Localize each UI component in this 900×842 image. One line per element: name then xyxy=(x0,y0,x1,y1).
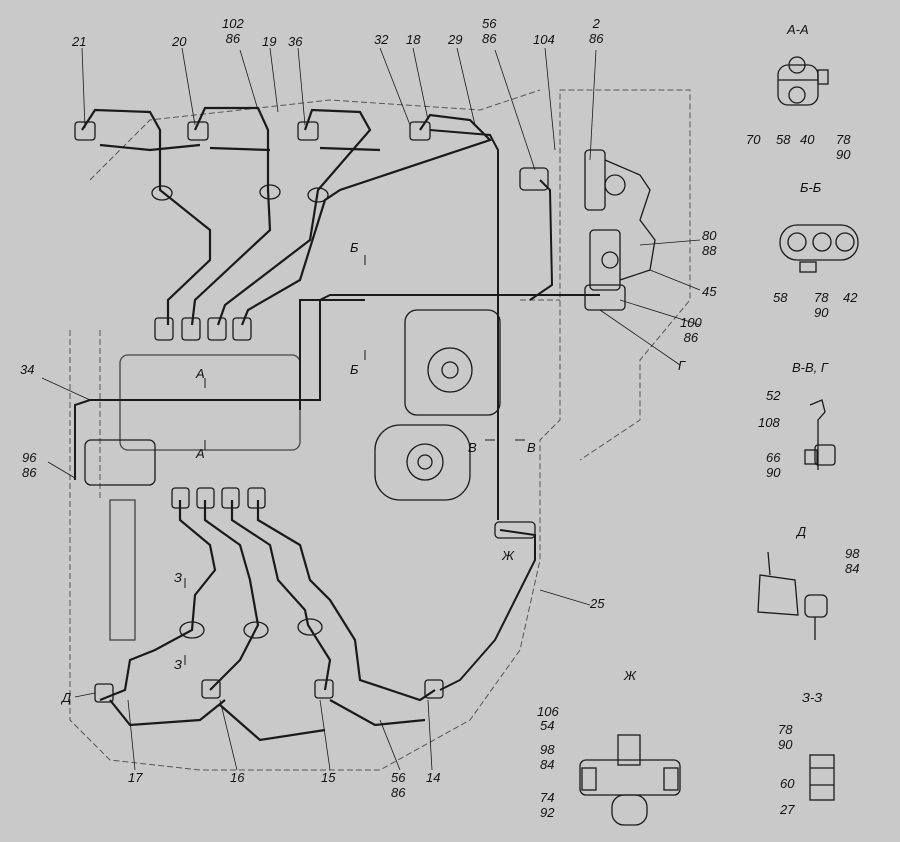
section-vv-num-52: 52 xyxy=(766,388,781,403)
return-fuel-line xyxy=(74,129,600,691)
section-zhe-drawing xyxy=(579,734,681,826)
lower-injector-pipes xyxy=(99,500,436,742)
section-zz-num-27: 27 xyxy=(780,802,795,817)
label-z-top: З xyxy=(174,570,182,585)
label-34: 34 xyxy=(20,362,35,377)
section-markers xyxy=(184,255,525,665)
leader-lines xyxy=(41,47,701,771)
section-vv-title: В-В, Г xyxy=(792,360,828,375)
upper-injector-pipes xyxy=(81,106,493,326)
label-15: 15 xyxy=(321,770,336,785)
label-56-86-top: 56 86 xyxy=(482,16,497,46)
label-d: Д xyxy=(62,690,72,705)
label-32: 32 xyxy=(374,32,389,47)
label-56-86-bottom: 56 86 xyxy=(391,770,406,800)
label-v-left: В xyxy=(468,440,477,455)
section-aa-drawing xyxy=(777,56,829,106)
lower-injector-nuts xyxy=(94,487,536,703)
label-g: Г xyxy=(678,358,686,373)
label-16: 16 xyxy=(230,770,245,785)
section-bb-num-78-90: 78 90 xyxy=(814,290,829,320)
label-a-bottom: А xyxy=(196,446,205,461)
label-100-86: 100 86 xyxy=(680,315,702,345)
section-zz-num-78-90: 78 90 xyxy=(778,722,793,752)
label-25: 25 xyxy=(590,596,605,611)
section-d-drawing xyxy=(757,551,828,640)
section-bb-title: Б-Б xyxy=(800,180,822,195)
label-b-bottom: Б xyxy=(350,362,359,377)
section-vv-num-66-90: 66 90 xyxy=(766,450,781,480)
label-z-bottom: З xyxy=(174,657,182,672)
section-zz-drawing xyxy=(809,754,835,801)
section-vv-drawing xyxy=(804,399,836,470)
section-aa-num-40: 40 xyxy=(800,132,815,147)
label-17: 17 xyxy=(128,770,143,785)
engine-block-outline xyxy=(69,89,691,771)
label-2-86: 2 86 xyxy=(589,16,604,46)
section-zhe-num-54: 54 xyxy=(540,718,555,733)
section-d-num-98-84: 98 84 xyxy=(845,546,860,576)
fuel-pump-body xyxy=(84,309,501,641)
section-aa-num-58: 58 xyxy=(776,132,791,147)
label-b-top: Б xyxy=(350,240,359,255)
section-zhe-num-98-84: 98 84 xyxy=(540,742,555,772)
label-29: 29 xyxy=(448,32,463,47)
section-zhe-num-106: 106 xyxy=(537,704,559,719)
label-19: 19 xyxy=(262,34,277,49)
section-aa-num-70: 70 xyxy=(746,132,761,147)
label-18: 18 xyxy=(406,32,421,47)
section-aa-title: А-А xyxy=(787,22,809,37)
label-14: 14 xyxy=(426,770,441,785)
section-bb-drawing xyxy=(779,224,859,273)
label-21: 21 xyxy=(72,34,87,49)
label-a-top: А xyxy=(196,366,205,381)
section-bb-num-58: 58 xyxy=(773,290,788,305)
section-zz-title: З-З xyxy=(802,690,823,705)
label-20: 20 xyxy=(172,34,187,49)
label-102-86: 102 86 xyxy=(222,16,244,46)
label-zhe: Ж xyxy=(502,548,514,563)
label-36: 36 xyxy=(288,34,303,49)
section-aa-num-78-90: 78 90 xyxy=(836,132,851,162)
fuel-filter-assembly xyxy=(519,149,656,311)
section-d-title: Д xyxy=(797,524,807,539)
section-zz-num-60: 60 xyxy=(780,776,795,791)
section-zhe-num-74-92: 74 92 xyxy=(540,790,555,820)
label-80-88: 80 88 xyxy=(702,228,717,258)
label-104: 104 xyxy=(533,32,555,47)
label-96-86: 96 86 xyxy=(22,450,37,480)
section-bb-num-42: 42 xyxy=(843,290,858,305)
label-45: 45 xyxy=(702,284,717,299)
section-vv-num-108: 108 xyxy=(758,415,780,430)
section-zhe-title: Ж xyxy=(624,668,636,683)
label-v-right: В xyxy=(527,440,536,455)
